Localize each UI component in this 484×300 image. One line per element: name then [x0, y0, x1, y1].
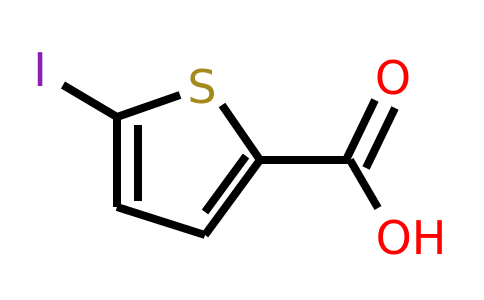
atom-iodine: I: [33, 43, 47, 97]
atom-carbonyl-oxygen: O: [375, 51, 411, 105]
bond-carboxyl-oh: [346, 157, 382, 211]
bond-c5-sulfur: [115, 91, 182, 121]
bond-c3-c2: [201, 157, 264, 238]
bond-carbonyl-left: [342, 98, 379, 162]
bond-sulfur-c2: [218, 102, 264, 163]
bond-c3-c2-double: [201, 153, 250, 215]
bond-iodine-c5: [60, 81, 120, 121]
bond-carbonyl-right: [362, 106, 399, 170]
atom-hydroxyl: OH: [376, 211, 447, 265]
atom-sulfur: S: [187, 60, 216, 114]
bond-c4-c3: [115, 203, 207, 239]
